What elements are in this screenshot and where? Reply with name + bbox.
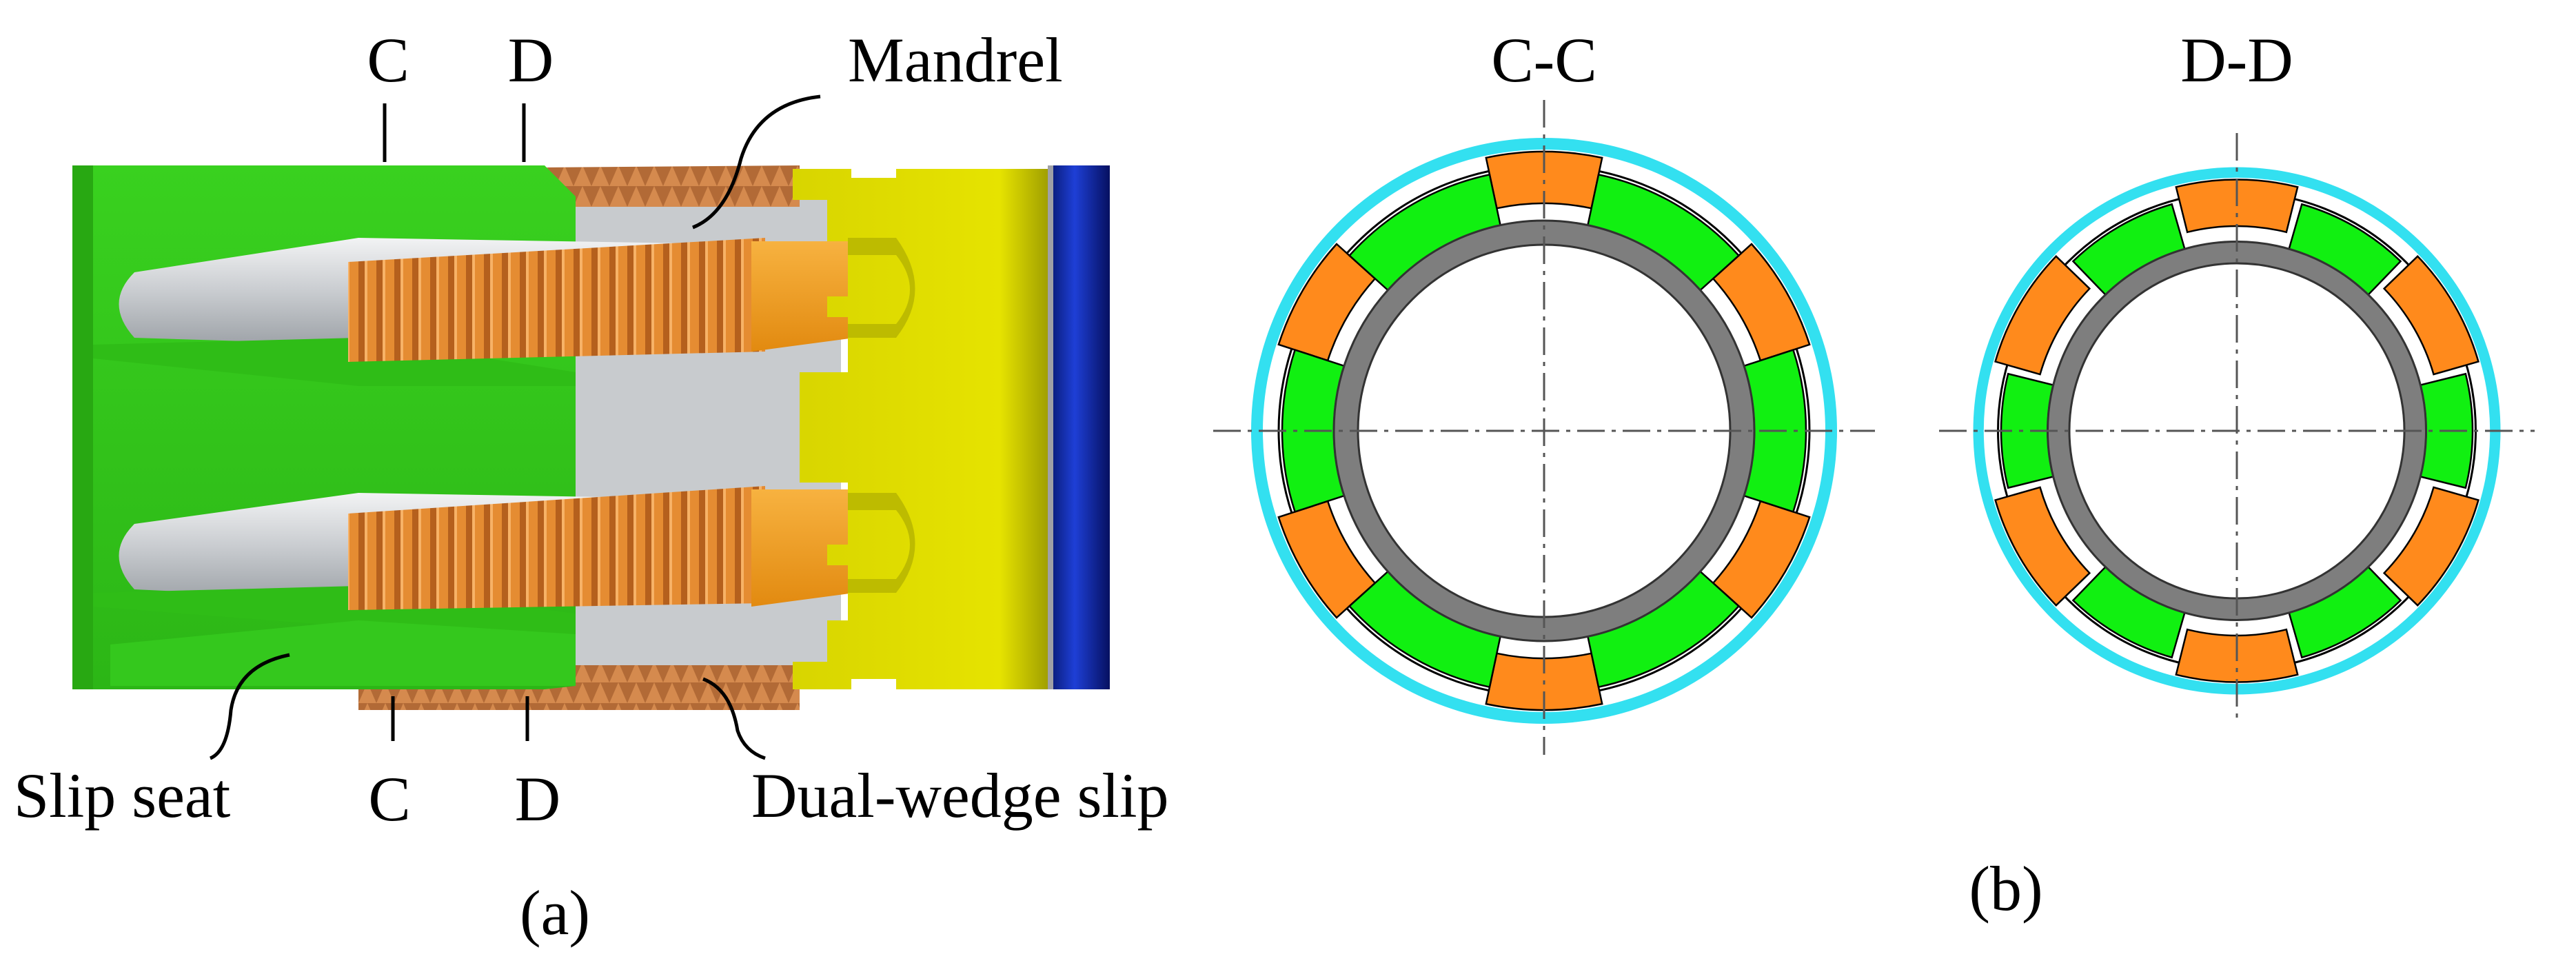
mandrel-leader <box>692 94 821 230</box>
lower-slip <box>348 486 765 610</box>
dual-wedge-slip-label: Dual-wedge slip <box>751 760 1169 831</box>
cone-upper-socket <box>848 238 915 338</box>
section-c-bottom-label: C <box>368 764 410 834</box>
end-ring <box>1051 165 1110 689</box>
slip-wedge-segment <box>1994 486 2091 607</box>
seat-lower-bevel <box>110 620 576 686</box>
panel-b-labels: C-C D-D (b) <box>1491 25 2293 924</box>
section-d-bottom-label: D <box>515 764 560 834</box>
panel-a-leaders <box>209 94 821 760</box>
mandrel-label: Mandrel <box>848 25 1063 95</box>
section-c-top-label: C <box>367 25 409 95</box>
section-c-c-title: C-C <box>1491 25 1596 95</box>
slip-wedge-segment <box>1994 255 2091 376</box>
slip-seat-leader <box>209 653 290 760</box>
section-c-c-view <box>1213 100 1875 755</box>
section-d-d-title: D-D <box>2180 25 2293 95</box>
panel-b-caption: (b) <box>1969 853 2042 924</box>
upper-wedge-overlay <box>93 338 576 386</box>
cone <box>793 169 1051 689</box>
end-ring-edge <box>1048 165 1053 689</box>
slip-wedge-segment <box>2382 255 2479 376</box>
section-d-top-label: D <box>508 25 554 95</box>
dual-wedge-slip-leader <box>702 677 766 760</box>
slip-wedge-segment <box>2382 486 2479 607</box>
panel-a-caption: (a) <box>520 878 590 948</box>
cone-lower-socket <box>848 493 915 593</box>
slip-seat-shade <box>72 165 93 689</box>
slip-seat-label: Slip seat <box>14 760 231 831</box>
lower-wedge-overlay <box>93 586 576 634</box>
panel-a-labels: C D Mandrel Slip seat C D Dual-wedge sli… <box>14 25 1169 948</box>
panel-a-assembly <box>72 165 1110 710</box>
upper-slip <box>348 238 765 362</box>
section-d-d-view <box>1939 133 2535 722</box>
